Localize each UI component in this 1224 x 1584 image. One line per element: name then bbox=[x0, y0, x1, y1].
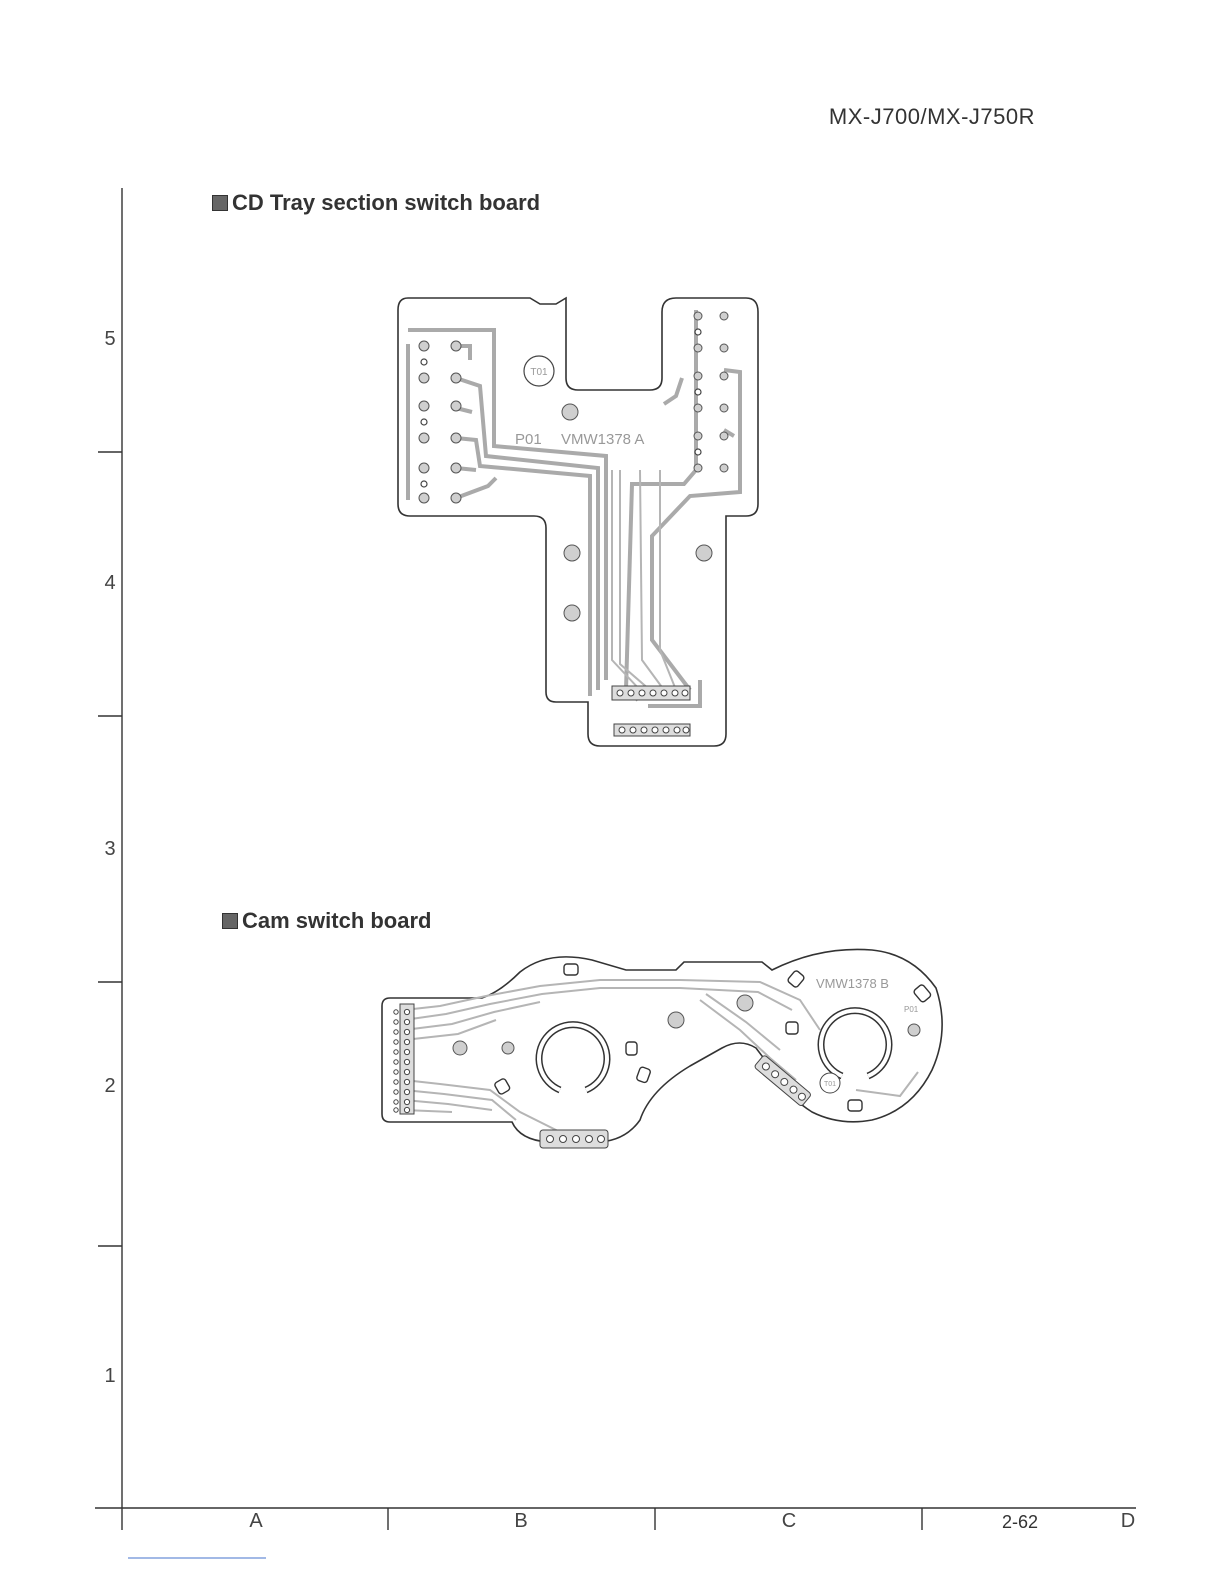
cd-pattern-label: P01 bbox=[515, 431, 542, 448]
mounting-hole bbox=[562, 404, 578, 420]
cam-pattern-label: P01 bbox=[904, 1005, 919, 1014]
mounting-hole bbox=[908, 1024, 920, 1036]
mounting-hole bbox=[564, 545, 580, 561]
cam-board-code: VMW1378 B bbox=[816, 976, 889, 991]
cd-test-label: T01 bbox=[530, 367, 548, 378]
mounting-hole bbox=[564, 605, 580, 621]
mounting-hole bbox=[502, 1042, 514, 1054]
cd-board-code: VMW1378 A bbox=[561, 431, 644, 448]
mounting-hole bbox=[737, 995, 753, 1011]
cam-test-label: T01 bbox=[824, 1081, 836, 1088]
cd-tray-board: T01 P01 VMW1378 A bbox=[398, 298, 758, 746]
mounting-hole bbox=[668, 1012, 684, 1028]
mounting-hole bbox=[453, 1041, 467, 1055]
cam-switch-board: T01 VMW1378 B P01 bbox=[382, 949, 942, 1148]
mounting-hole bbox=[696, 545, 712, 561]
